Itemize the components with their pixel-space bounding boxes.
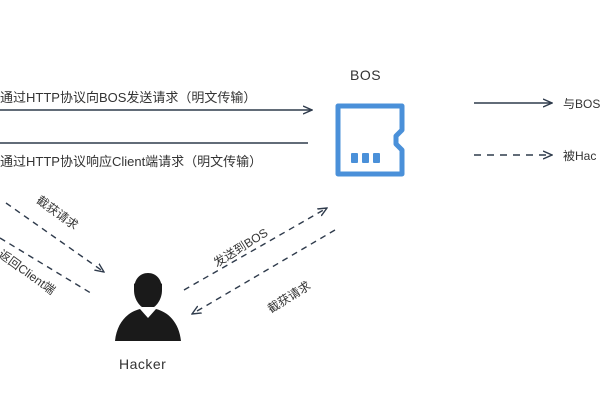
request-label: 通过HTTP协议向BOS发送请求（明文传输） [0, 90, 257, 105]
hacker-title: Hacker [119, 356, 167, 372]
legend-dashed-label: 被Hac [563, 149, 597, 163]
send-to-bos-arrow [183, 208, 327, 291]
intercept-left-arrow [5, 202, 104, 272]
return-left-line [0, 237, 95, 296]
legend-solid-label: 与BOS [563, 97, 600, 111]
hacker-person-icon [115, 273, 181, 341]
bos-storage-icon [335, 103, 405, 177]
response-label: 通过HTTP协议响应Client端请求（明文传输） [0, 154, 263, 169]
bos-title: BOS [350, 67, 382, 83]
intercept-right-arrow [192, 229, 336, 314]
